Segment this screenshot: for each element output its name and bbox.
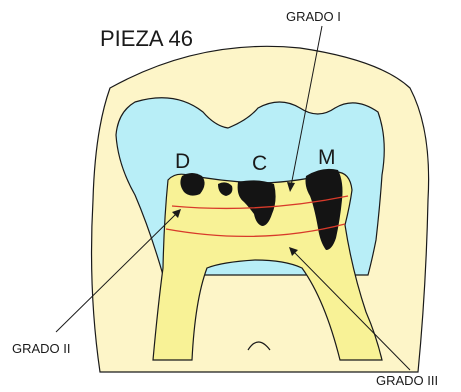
region-label-central: C: [252, 152, 267, 175]
grade-label-3: GRADO III: [376, 373, 438, 388]
grade-label-1: GRADO I: [286, 9, 341, 24]
region-label-mesial: M: [318, 146, 336, 169]
grade-label-2: GRADO II: [12, 341, 71, 356]
diagram-title: PIEZA 46: [100, 26, 193, 51]
region-label-distal: D: [175, 150, 190, 173]
